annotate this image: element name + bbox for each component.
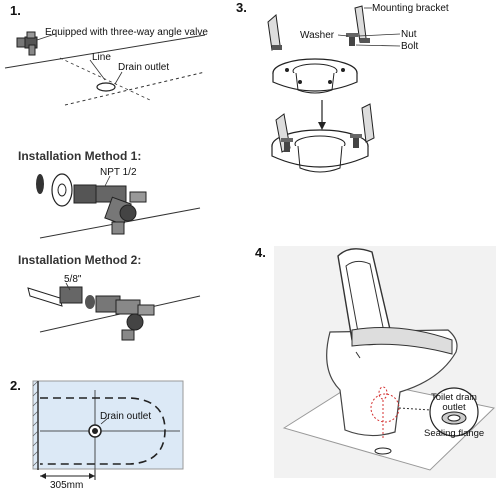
toilet-drain-outlet-label: Toilet drain outlet [431,392,477,413]
mounting-bracket-icon [267,5,372,51]
drain-outlet-label: Drain outlet [118,62,170,73]
method1-parts-icon [36,173,147,235]
washer-label: Washer [300,30,335,41]
line-label: Line [92,52,111,63]
step2-drain-outlet-label: Drain outlet [100,411,152,422]
down-arrow-icon [318,100,326,130]
step2-panel [32,380,184,480]
step4-scene [274,246,496,478]
step3-flange-top [272,58,358,94]
step-number-4: 4. [255,245,266,260]
step3-flange-bottom [271,103,375,173]
thread-5-8-label: 5/8" [64,274,82,285]
angle-valve-icon [16,31,56,56]
bolt-label: Bolt [401,41,419,52]
step1-floor [4,34,206,106]
method1-title: Installation Method 1: [18,149,142,163]
method2-title: Installation Method 2: [18,253,142,267]
mounting-bracket-label: Mounting bracket [372,3,449,14]
method2-parts-icon [27,282,155,341]
step-number-1: 1. [10,3,21,18]
distance-label: 305mm [50,480,84,491]
sealing-flange-label: Sealing flange [424,428,485,439]
angle-valve-label: Equipped with three-way angle valve [45,27,208,38]
bolt-nut-icon [337,33,401,47]
npt-thread-label: NPT 1/2 [100,167,137,178]
step-number-2: 2. [10,378,21,393]
step-number-3: 3. [236,0,247,15]
nut-label: Nut [401,29,417,40]
